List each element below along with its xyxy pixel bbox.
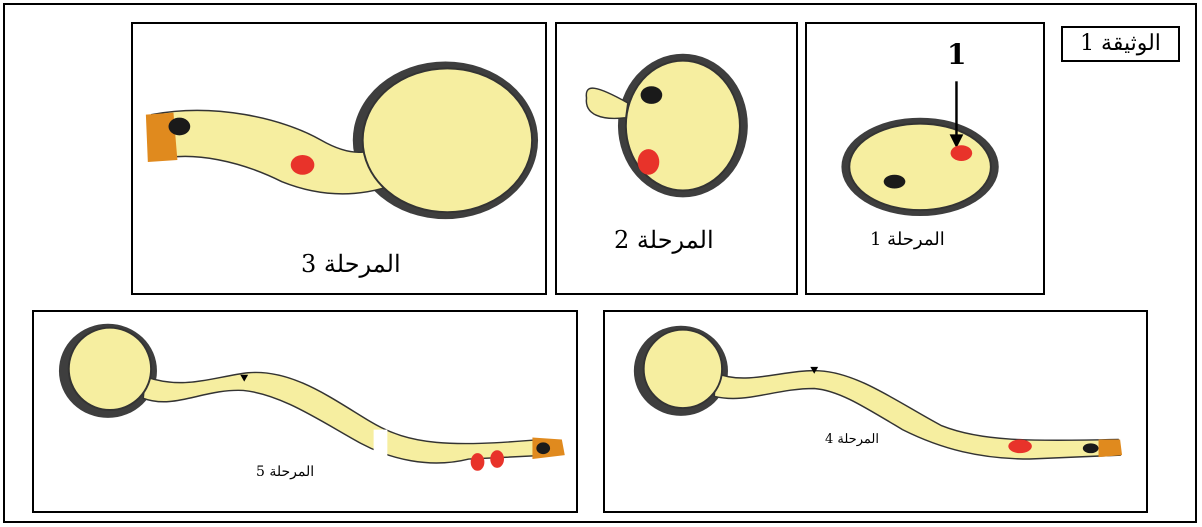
stage-3-label: المرحلة 3 xyxy=(301,250,401,278)
tube-tip xyxy=(1099,439,1123,457)
panel-stage-1: 1 المرحلة 1 xyxy=(805,22,1045,295)
pollen-tube xyxy=(143,372,549,463)
stage-1-label: المرحلة 1 xyxy=(870,229,945,250)
emerging-tube xyxy=(586,88,628,118)
sperm-nucleus-2 xyxy=(490,450,504,468)
stage-2-label: المرحلة 2 xyxy=(614,226,714,254)
generative-nucleus xyxy=(291,155,315,175)
panel-stage-5: المرحلة 5 xyxy=(32,310,578,513)
pollen-grain xyxy=(644,330,722,408)
pollen-tube-stage-4-figure xyxy=(605,312,1146,511)
annotation-marker: 1 xyxy=(947,38,966,71)
generative-nucleus xyxy=(638,149,660,175)
vegetative-nucleus xyxy=(169,118,191,136)
vegetative-nucleus xyxy=(536,442,550,454)
pollen-grain xyxy=(69,328,151,410)
pollen-grain-stage-1-figure xyxy=(807,24,1043,293)
tube-break xyxy=(374,430,388,461)
stage-5-label: المرحلة 5 xyxy=(256,464,314,480)
vegetative-nucleus xyxy=(1083,443,1099,453)
vegetative-nucleus xyxy=(884,175,906,189)
vegetative-nucleus xyxy=(641,86,663,104)
stage-4-label: المرحلة 4 xyxy=(825,432,879,447)
pollen-tube-stage-5-figure xyxy=(34,312,576,511)
pollen-grain xyxy=(849,124,991,211)
panel-stage-2: المرحلة 2 xyxy=(555,22,798,295)
pollen-grain xyxy=(363,68,532,212)
pollen-tube xyxy=(714,371,1120,459)
generative-nucleus xyxy=(1008,439,1032,453)
panel-stage-3: المرحلة 3 xyxy=(131,22,547,295)
panel-stage-4: المرحلة 4 xyxy=(603,310,1148,513)
document-title: الوثيقة 1 xyxy=(1061,26,1180,62)
generative-nucleus xyxy=(951,145,973,161)
sperm-nucleus-1 xyxy=(471,453,485,471)
